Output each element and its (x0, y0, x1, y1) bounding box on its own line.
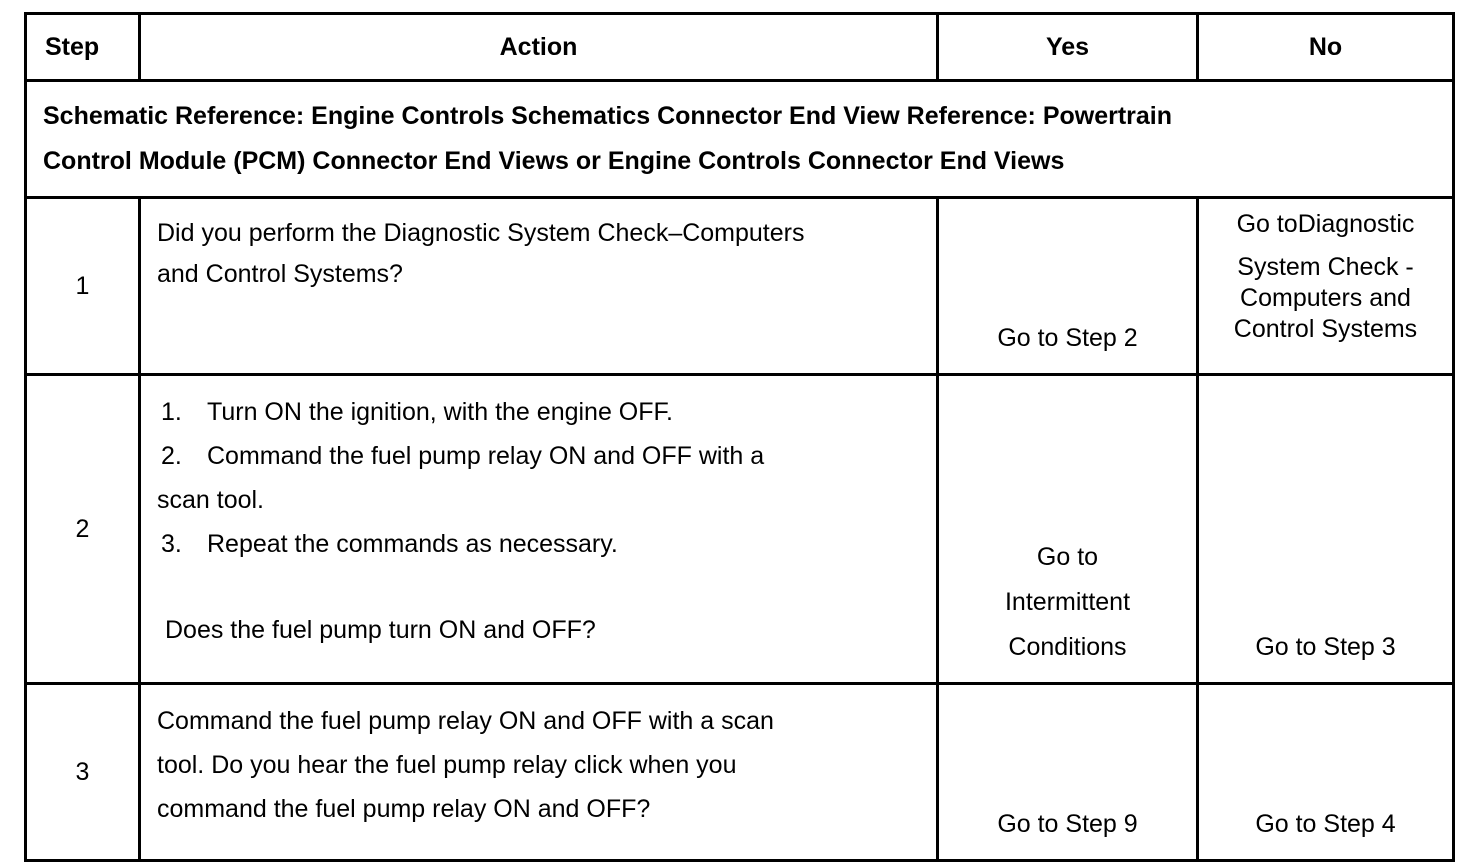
no-text: Go toDiagnostic (1236, 210, 1415, 238)
no-cell: Go to Step 4 (1196, 682, 1455, 862)
no-cell: Go to Step 3 (1196, 373, 1455, 685)
step-number: 2 (24, 373, 141, 685)
table-row: 2 1.Turn ON the ignition, with the engin… (24, 373, 1455, 685)
no-text: System Check - (1237, 253, 1414, 281)
yes-text: Intermittent (1004, 588, 1131, 616)
schematic-reference: Schematic Reference: Engine Controls Sch… (24, 79, 1455, 199)
yes-cell: Go to Step 2 (936, 196, 1199, 376)
action-cell: Did you perform the Diagnostic System Ch… (138, 196, 939, 376)
yes-text: Go to (1036, 543, 1099, 571)
step-number: 1 (24, 196, 141, 376)
action-text: Command the fuel pump relay ON and OFF w… (157, 707, 774, 735)
no-text: Computers and (1240, 284, 1411, 312)
step-number: 3 (24, 682, 141, 862)
list-item: 3.Repeat the commands as necessary. (161, 530, 618, 558)
yes-cell: Go to Step 9 (936, 682, 1199, 862)
reference-line-1: Schematic Reference: Engine Controls Sch… (43, 102, 1173, 130)
list-item: 1.Turn ON the ignition, with the engine … (161, 398, 673, 426)
action-cell: 1.Turn ON the ignition, with the engine … (138, 373, 939, 685)
action-cell: Command the fuel pump relay ON and OFF w… (138, 682, 939, 862)
diagnostic-table: Step Action Yes No Schematic Reference: … (24, 12, 1455, 862)
action-text: and Control Systems? (157, 260, 403, 288)
header-yes: Yes (936, 12, 1199, 82)
header-row: Step Action Yes No (24, 12, 1455, 82)
action-text: tool. Do you hear the fuel pump relay cl… (157, 751, 737, 779)
action-text: command the fuel pump relay ON and OFF? (157, 795, 651, 823)
no-cell: Go toDiagnostic System Check - Computers… (1196, 196, 1455, 376)
list-item: 2.Command the fuel pump relay ON and OFF… (161, 442, 765, 470)
header-step: Step (24, 12, 141, 82)
yes-cell: Go to Intermittent Conditions (936, 373, 1199, 685)
header-action: Action (138, 12, 939, 82)
table-row: 1 Did you perform the Diagnostic System … (24, 196, 1455, 376)
table-row: 3 Command the fuel pump relay ON and OFF… (24, 682, 1455, 862)
header-no: No (1196, 12, 1455, 82)
list-item: scan tool. (157, 486, 265, 514)
yes-text: Conditions (1008, 633, 1127, 661)
reference-line-2: Control Module (PCM) Connector End Views… (43, 147, 1065, 175)
no-text: Control Systems (1233, 315, 1418, 343)
reference-row: Schematic Reference: Engine Controls Sch… (24, 79, 1455, 199)
action-text: Did you perform the Diagnostic System Ch… (157, 219, 805, 247)
action-question: Does the fuel pump turn ON and OFF? (165, 616, 596, 644)
